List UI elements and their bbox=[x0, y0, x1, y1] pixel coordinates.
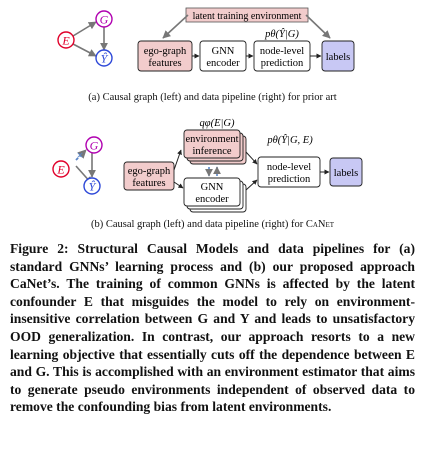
labels-box-b bbox=[329, 157, 363, 187]
node-y-label: Ŷ bbox=[101, 52, 109, 66]
node-e bbox=[57, 31, 75, 49]
ego-line1-b: ego-graph bbox=[128, 166, 171, 177]
node-e-label: E bbox=[61, 34, 70, 48]
causal-graph-a: G E Ŷ bbox=[57, 10, 113, 67]
ego-line2-a: features bbox=[148, 58, 181, 69]
gnn-line1-a: GNN bbox=[212, 46, 235, 57]
node-g-label: G bbox=[100, 13, 109, 27]
subcaption-b-name: CaNet bbox=[305, 219, 335, 230]
figure-caption: Figure 2: Structural Causal Models and d… bbox=[10, 240, 415, 416]
figure-caption-text: Structural Causal Models and data pipeli… bbox=[10, 241, 416, 415]
subcaption-b-prefix: (b) Causal graph (left) and data pipelin… bbox=[90, 219, 306, 230]
gnn-line1-b: GNN bbox=[201, 182, 224, 193]
gnn-encoder-box-b bbox=[183, 177, 241, 207]
env-line1-b: environment bbox=[185, 134, 238, 145]
node-e-b bbox=[52, 160, 70, 178]
prob-label-b: pθ(Ŷ|G, E) bbox=[266, 134, 313, 146]
node-g-label-b: G bbox=[90, 139, 99, 153]
labels-text-a: labels bbox=[326, 52, 351, 63]
pred-line2-a: prediction bbox=[261, 58, 304, 69]
node-y-b bbox=[83, 177, 101, 195]
pred-line2-b: prediction bbox=[268, 174, 311, 185]
edge-e-to-y bbox=[72, 43, 97, 57]
env-to-ego-arrow bbox=[162, 14, 189, 39]
figure-caption-label: Figure 2: bbox=[10, 241, 69, 256]
gnn-line2-b: encoder bbox=[195, 194, 229, 205]
gnn-line2-a: encoder bbox=[206, 58, 240, 69]
labels-box-a bbox=[321, 40, 355, 72]
ego-line2-b: features bbox=[132, 178, 165, 189]
q-label-b: qφ(E|G) bbox=[200, 118, 235, 129]
latent-env-bar bbox=[185, 7, 309, 23]
subcaption-a: (a) Causal graph (left) and data pipelin… bbox=[88, 92, 337, 103]
panel-b: × G E Ŷ qφ(E|G) environment inference eg… bbox=[52, 118, 363, 213]
node-g-b bbox=[85, 136, 103, 154]
causal-graph-b: × G E Ŷ bbox=[52, 136, 103, 195]
ego-line1-a: ego-graph bbox=[144, 46, 187, 57]
env-inference-box bbox=[183, 129, 241, 159]
env-to-labels-arrow bbox=[305, 14, 331, 39]
node-g bbox=[95, 10, 113, 28]
node-y bbox=[95, 49, 113, 67]
cut-cross-icon: × bbox=[77, 148, 84, 162]
labels-text-b: labels bbox=[334, 168, 359, 179]
pred-line1-b: node-level bbox=[267, 162, 311, 173]
panel-a: G E Ŷ latent training environment ego-gr… bbox=[57, 7, 355, 72]
env-line2-b: inference bbox=[192, 146, 231, 157]
subcaption-b: (b) Causal graph (left) and data pipelin… bbox=[0, 219, 425, 230]
node-e-label-b: E bbox=[56, 163, 65, 177]
prob-label-a: pθ(Ŷ|G) bbox=[264, 28, 299, 40]
node-y-label-b: Ŷ bbox=[89, 180, 97, 194]
ego-graph-box-b bbox=[123, 161, 175, 191]
edge-e-to-g bbox=[72, 21, 97, 37]
pred-line1-a: node-level bbox=[260, 46, 304, 57]
edge-e-to-g-cut bbox=[75, 149, 87, 161]
latent-env-label: latent training environment bbox=[193, 11, 302, 22]
